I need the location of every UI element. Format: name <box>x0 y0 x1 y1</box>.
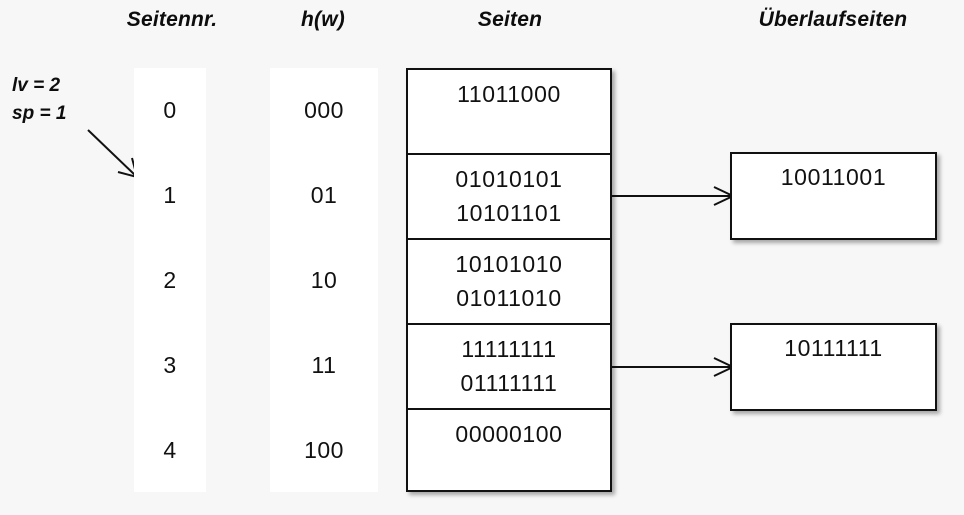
list-item: 000 <box>304 97 344 123</box>
seiten-value: 10101010 <box>455 251 563 277</box>
column-header-ueberlaufseiten: Überlaufseiten <box>758 8 908 31</box>
column-seitennr: 0 1 2 3 4 <box>134 68 206 492</box>
list-item: 0 <box>163 97 177 123</box>
seiten-value: 00000100 <box>455 421 563 447</box>
annotation-lv: lv = 2 <box>12 75 61 96</box>
seiten-value: 11111111 <box>461 336 557 362</box>
overflow-page-value: 10011001 <box>780 164 887 190</box>
overflow-page-value: 10111111 <box>784 335 883 361</box>
seiten-cell-3: 11111111 01111111 <box>408 325 610 410</box>
list-item: 100 <box>304 437 344 463</box>
seiten-cell-4: 00000100 <box>408 410 610 495</box>
seiten-value: 11011000 <box>457 81 561 107</box>
list-item: 11 <box>311 352 337 378</box>
list-item: 3 <box>163 352 177 378</box>
seiten-cell-0: 11011000 <box>408 70 610 155</box>
seiten-value: 01011010 <box>456 285 562 311</box>
column-header-seitennr: Seitennr. <box>126 8 218 31</box>
overflow-page-box: 10111111 <box>730 323 937 411</box>
seiten-cell-1: 01010101 10101101 <box>408 155 610 240</box>
seiten-value: 01111111 <box>460 370 558 396</box>
overflow-page-box: 10011001 <box>730 152 937 240</box>
seiten-table: 11011000 01010101 10101101 10101010 0101… <box>406 68 612 492</box>
seiten-value: 01010101 <box>455 166 563 192</box>
arrow-right-icon <box>610 357 734 377</box>
list-item: 01 <box>310 182 338 208</box>
list-item: 1 <box>163 182 177 208</box>
column-header-seiten: Seiten <box>477 8 543 31</box>
column-hw: 000 01 10 11 100 <box>270 68 378 492</box>
list-item: 2 <box>163 267 177 293</box>
seiten-cell-2: 10101010 01011010 <box>408 240 610 325</box>
level-split-annotation: lv = 2 sp = 1 <box>12 72 66 128</box>
list-item: 10 <box>310 267 338 293</box>
column-header-hw: h(w) <box>301 8 345 31</box>
arrow-right-icon <box>610 186 734 206</box>
seiten-value: 10101101 <box>456 200 562 226</box>
annotation-sp: sp = 1 <box>12 103 67 124</box>
list-item: 4 <box>163 437 177 463</box>
